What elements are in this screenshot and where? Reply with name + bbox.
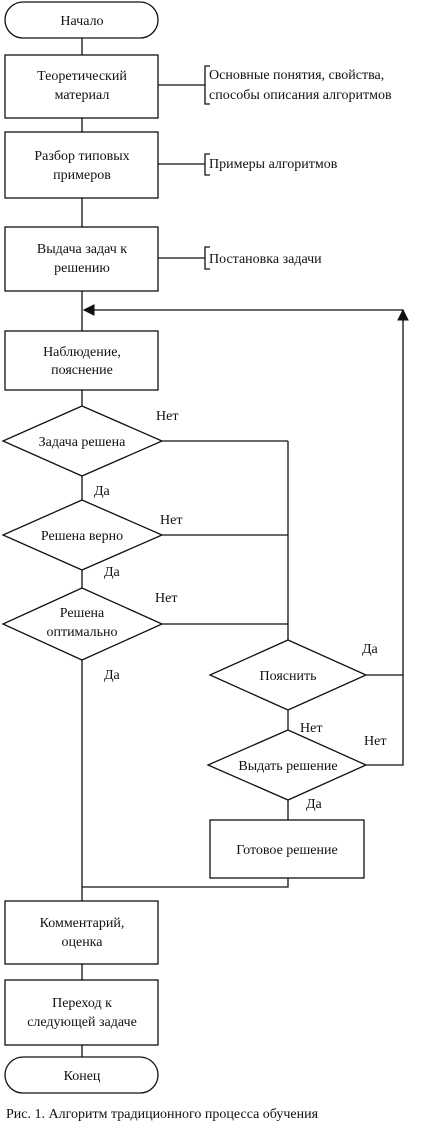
give-solution-label: Выдать решение xyxy=(238,759,337,774)
figure-caption: Рис. 1. Алгоритм традиционного процесса … xyxy=(6,1107,319,1122)
optimal-label-line2: оптимально xyxy=(46,625,117,640)
edge-label-correct-yes: Да xyxy=(104,565,121,580)
ready-label: Готовое решение xyxy=(236,843,337,858)
next-label-line2: следующей задаче xyxy=(27,1015,137,1030)
explain-label: Пояснить xyxy=(260,669,317,684)
tasks-label-line1: Выдача задач к xyxy=(37,242,127,257)
start-terminator: Начало xyxy=(4,1,159,39)
theory-label-line1: Теоретический xyxy=(37,69,127,84)
note-theory-line1: Основные понятия, свойства, xyxy=(209,68,384,83)
solved-decision: Задача решена xyxy=(1,405,164,477)
tasks-process: Выдача задач к решению xyxy=(4,226,159,292)
comment-process: Комментарий, оценка xyxy=(4,900,159,965)
tasks-label-line2: решению xyxy=(54,261,110,276)
observe-label-line2: пояснение xyxy=(51,363,113,378)
edge-label-give-yes: Да xyxy=(306,797,323,812)
note-theory-line2: способы описания алгоритмов xyxy=(209,88,392,103)
connectors xyxy=(81,38,409,1057)
give-solution-decision: Выдать решение xyxy=(206,729,368,801)
note-tasks: Постановка задачи xyxy=(209,252,322,267)
observe-label-line1: Наблюдение, xyxy=(43,345,121,360)
edge-label-give-no: Нет xyxy=(364,734,386,749)
theory-process: Теоретический материал xyxy=(4,54,159,119)
explain-decision: Пояснить xyxy=(208,639,368,711)
edge-label-explain-yes: Да xyxy=(362,642,379,657)
edge-label-solved-yes: Да xyxy=(94,484,111,499)
next-label-line1: Переход к xyxy=(52,996,112,1011)
edge-label-optimal-yes: Да xyxy=(104,668,121,683)
edge-label-solved-no: Нет xyxy=(156,409,178,424)
examples-label-line1: Разбор типовых xyxy=(34,149,129,164)
edge-label-correct-no: Нет xyxy=(160,513,182,528)
edge-label-explain-no: Нет xyxy=(300,721,322,736)
ready-process: Готовое решение xyxy=(209,819,365,879)
examples-label-line2: примеров xyxy=(53,168,111,183)
optimal-label-line1: Решена xyxy=(60,606,105,621)
note-examples: Примеры алгоритмов xyxy=(209,157,338,172)
end-terminator: Конец xyxy=(4,1056,159,1094)
comment-label-line1: Комментарий, xyxy=(40,916,125,931)
theory-label-line2: материал xyxy=(55,88,110,103)
solved-label: Задача решена xyxy=(39,435,126,450)
start-label: Начало xyxy=(60,14,103,29)
next-process: Переход к следующей задаче xyxy=(4,979,159,1046)
examples-process: Разбор типовых примеров xyxy=(4,131,159,199)
optimal-decision: Решена оптимально xyxy=(1,587,164,661)
comment-label-line2: оценка xyxy=(61,935,103,950)
observe-process: Наблюдение, пояснение xyxy=(4,330,159,391)
correct-decision: Решена верно xyxy=(1,499,164,571)
edge-label-optimal-no: Нет xyxy=(155,591,177,606)
correct-label: Решена верно xyxy=(41,529,123,544)
end-label: Конец xyxy=(64,1069,101,1084)
